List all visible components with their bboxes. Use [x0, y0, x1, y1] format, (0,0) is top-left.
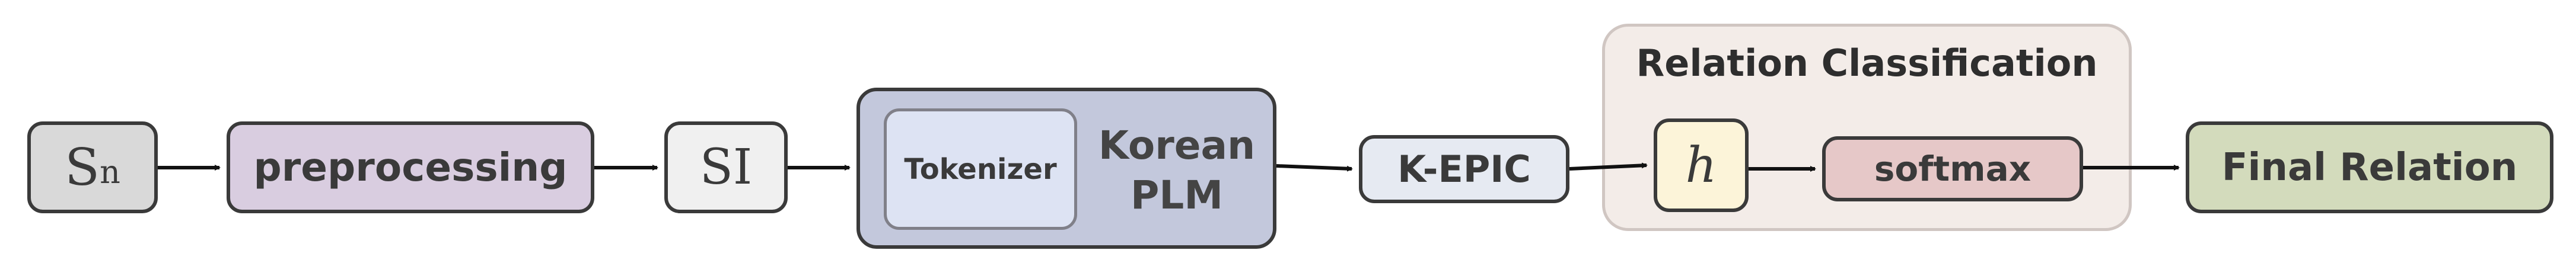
h-label: h: [1685, 137, 1717, 194]
sn-label: S: [65, 137, 100, 197]
softmax-node: softmax: [1822, 136, 2083, 201]
tokenizer-label: Tokenizer: [904, 152, 1057, 186]
final-relation-label: Final Relation: [2221, 145, 2518, 190]
final-relation-node: Final Relation: [2186, 121, 2553, 213]
preprocessing-label: preprocessing: [253, 145, 568, 190]
arrow-kepic-to-h: [1569, 162, 1648, 171]
korean-plm-label: Korean PLM: [1077, 105, 1276, 236]
k-epic-node: K-EPIC: [1359, 135, 1569, 203]
si-label: SI: [699, 139, 753, 195]
preprocessing-node: preprocessing: [227, 121, 594, 213]
relation-classification-title: Relation Classification: [1636, 41, 2098, 85]
softmax-label: softmax: [1874, 149, 2031, 189]
si-node: SI: [664, 121, 788, 213]
arrow-plm-to-kepic: [1276, 164, 1353, 172]
k-epic-label: K-EPIC: [1397, 147, 1531, 191]
korean-plm-label-line1: Korean: [1098, 123, 1256, 168]
tokenizer-node: Tokenizer: [884, 108, 1077, 230]
h-node: h: [1654, 118, 1749, 212]
korean-plm-label-line2: PLM: [1130, 172, 1224, 218]
sn-subscript: n: [100, 153, 120, 191]
